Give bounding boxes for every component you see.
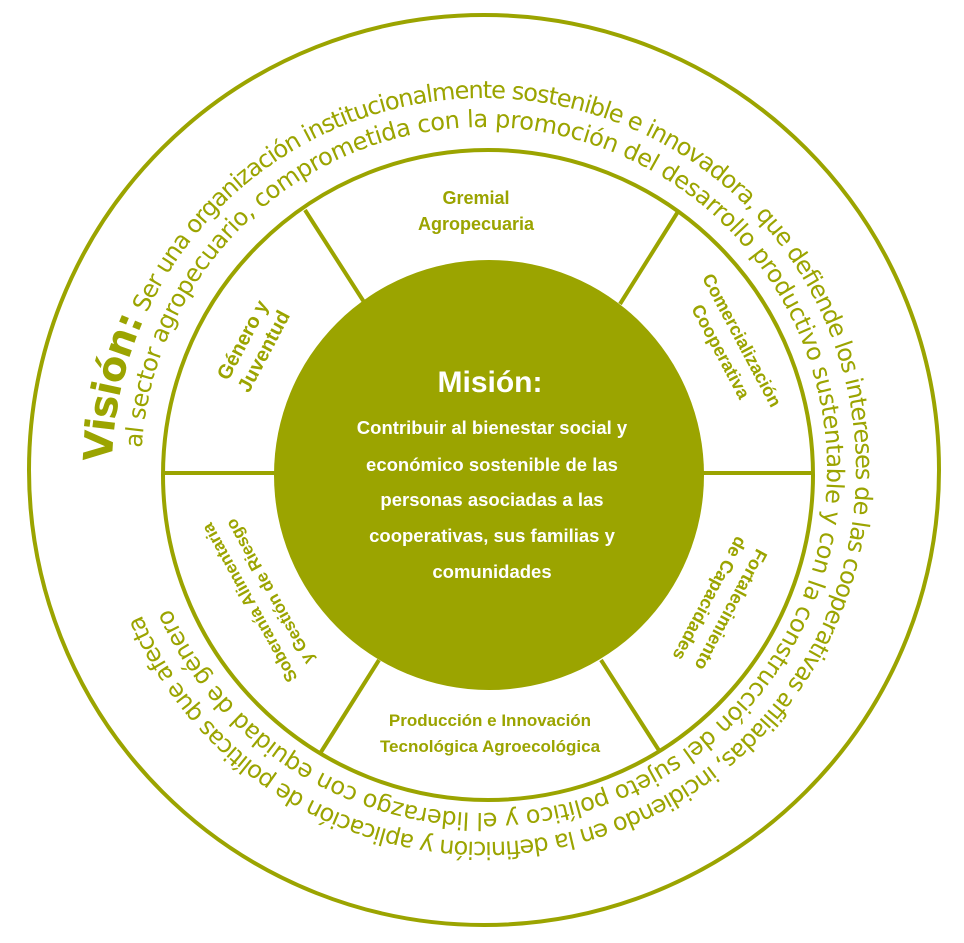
- segment-gremial-agropecuaria: Gremial Agropecuaria: [418, 188, 535, 234]
- mission-line: personas asociadas a las: [380, 489, 603, 510]
- mission-title: Misión:: [438, 366, 543, 399]
- divider-bottom-right: [599, 658, 662, 754]
- segment-genero-juventud: Género y Juventud: [213, 296, 295, 396]
- segment-label-line: Tecnológica Agroecológica: [380, 737, 601, 756]
- segment-label-line: Agropecuaria: [418, 214, 535, 234]
- divider-bottom-left: [319, 658, 381, 754]
- mission-line: comunidades: [432, 561, 551, 582]
- segment-comercializacion-cooperativa: Comercialización Cooperativa: [687, 270, 785, 410]
- divider-top-left: [303, 208, 366, 304]
- mission-line: Contribuir al bienestar social y: [357, 417, 628, 438]
- outer-ring: [27, 13, 941, 927]
- segment-label-line: Producción e Innovación: [389, 711, 591, 730]
- segment-produccion-innovacion: Producción e Innovación Tecnológica Agro…: [380, 711, 601, 756]
- divider-top-right: [618, 208, 681, 306]
- mission-line: económico sostenible de las: [366, 454, 618, 475]
- mission-line: cooperativas, sus familias y: [369, 525, 615, 546]
- mission-circle: [274, 260, 704, 690]
- segment-label-line: Gremial: [442, 188, 509, 208]
